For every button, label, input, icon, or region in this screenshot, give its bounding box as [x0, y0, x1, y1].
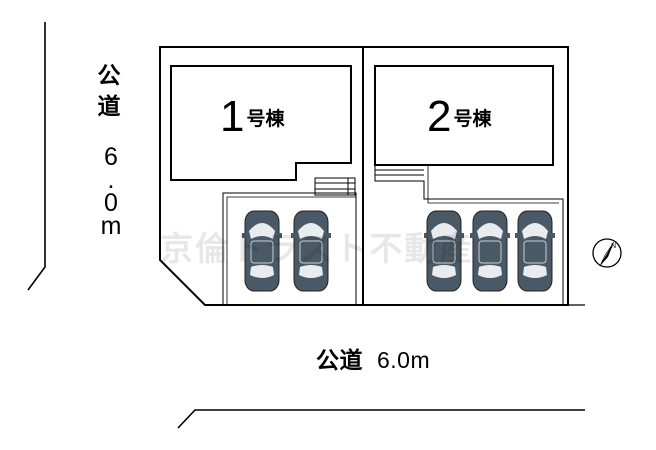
house-1-suffix: 号棟	[246, 108, 285, 130]
lot-2-boundary	[363, 46, 569, 306]
lot-2-steps	[375, 169, 424, 182]
car-icon	[291, 210, 331, 292]
west-road-label: 公 道	[94, 60, 124, 122]
car-icon	[242, 210, 282, 292]
lot-1-parking-pad-inner	[226, 196, 356, 305]
watermark: 京倫トラスト不動産	[160, 230, 475, 267]
house-1-number: 1	[220, 92, 245, 141]
west-road-edge	[27, 22, 46, 291]
west-road-char: 公	[97, 62, 121, 88]
lot-2-parking-pad	[374, 165, 564, 305]
house-2-suffix: 号棟	[453, 108, 492, 130]
south-road-width: 6.0m	[377, 347, 431, 373]
west-width-char: .	[107, 166, 115, 194]
lot-1-steps	[314, 177, 356, 196]
house-1-footprint	[170, 65, 352, 181]
west-width-char: 0	[104, 189, 118, 217]
lot-2-parking-pad-inner	[427, 165, 559, 204]
west-road-char: 道	[97, 93, 121, 119]
house-2-footprint	[374, 65, 554, 166]
south-road-name: 公道	[316, 347, 363, 373]
compass-north-label: N	[611, 243, 616, 250]
car-icon	[424, 210, 464, 292]
car-icon	[515, 210, 555, 292]
west-road-width: 6 . 0 m	[96, 143, 126, 240]
west-width-char: 6	[104, 143, 118, 171]
parking-cars	[242, 210, 555, 292]
west-width-char: m	[100, 212, 122, 240]
south-road-far-edge	[177, 409, 585, 429]
lot-1-boundary	[159, 46, 364, 306]
compass-icon: N	[592, 238, 622, 268]
south-road-label: 公道 6.0m	[316, 341, 430, 375]
house-2-number: 2	[427, 92, 452, 141]
car-icon	[470, 210, 510, 292]
